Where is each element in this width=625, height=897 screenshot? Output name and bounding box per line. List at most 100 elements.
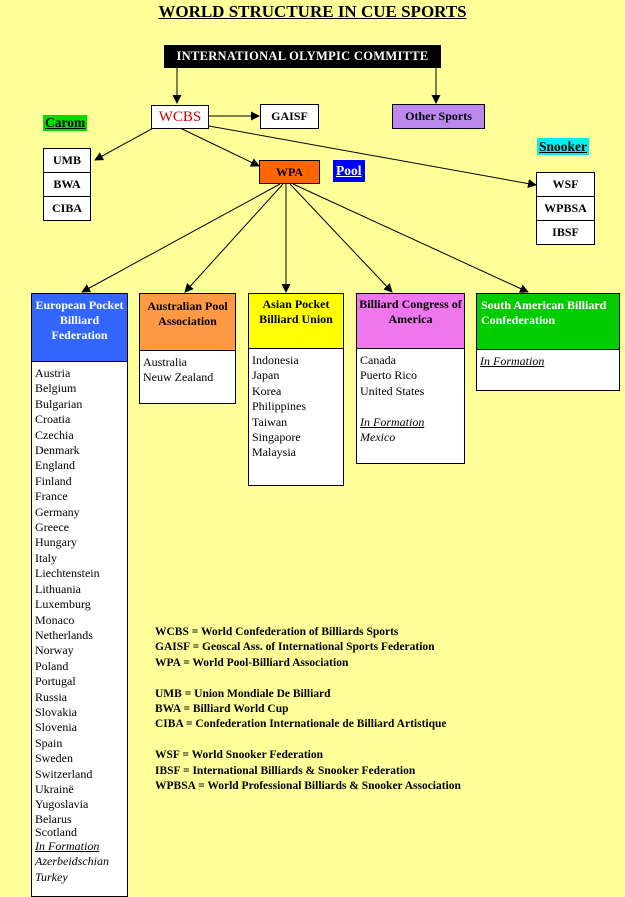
legend-line: WPA = World Pool-Billiard Association (155, 656, 349, 669)
country-item: Austria (35, 366, 71, 380)
carom-item-umb: UMB (44, 149, 90, 173)
country-item: Spain (35, 735, 63, 750)
snooker-item-wsf: WSF (537, 173, 594, 197)
snooker-label: Snooker (537, 138, 590, 155)
carom-label-text: Carom (45, 115, 86, 130)
snooker-list: WSF WPBSA IBSF (536, 172, 595, 245)
snooker-label-text: Snooker (539, 139, 588, 154)
country-item: Greece (35, 520, 69, 535)
abbreviation-legend: WCBS = World Confederation of Billiards … (155, 625, 461, 794)
country-item: Slovenia (35, 720, 77, 735)
australian-federation-title: Australian Pool Association (139, 293, 236, 351)
pool-label-text: Pool (336, 163, 362, 178)
legend-line: BWA = Billiard World Cup (155, 703, 289, 716)
arrow-wcbs-carom (94, 126, 156, 161)
in-formation-label: In Formation (480, 354, 545, 368)
country-item: Belarus (35, 811, 72, 826)
snooker-item-ibsf: IBSF (552, 225, 579, 239)
country-item: Belgium (35, 381, 77, 396)
country-item: Norway (35, 643, 74, 658)
wpa-label: WPA (275, 165, 304, 179)
country-item: Netherlands (35, 627, 93, 642)
country-item: Liechtenstein (35, 566, 100, 581)
country-item: Denmark (35, 443, 80, 458)
legend-line: WCBS = World Confederation of Billiards … (155, 626, 399, 638)
asian-country-list: Indonesia Japan Korea Philippines Taiwan… (248, 349, 344, 486)
spacer (155, 671, 461, 686)
bca-country-list: Canada Puerto Rico United States In Form… (356, 349, 465, 464)
country-item: France (35, 489, 68, 504)
country-item: Russia (35, 689, 68, 704)
wcbs-box: WCBS (151, 105, 209, 129)
legend-line: UMB = Union Mondiale De Billiard (155, 687, 331, 700)
spacer (155, 733, 461, 748)
wcbs-label: WCBS (158, 109, 202, 125)
country-item: Poland (35, 658, 69, 673)
legend-line: IBSF = International Billiards & Snooker… (155, 764, 416, 777)
south-american-federation-title: South American Billiard Confederation (476, 293, 620, 350)
south-american-federation: South American Billiard Confederation In… (476, 293, 620, 391)
wpa-box: WPA (259, 160, 320, 184)
country-item: Puerto Rico (360, 368, 417, 383)
bca-federation: Billiard Congress of America Canada Puer… (356, 293, 465, 464)
carom-item-bwa: BWA (44, 173, 90, 197)
ioc-box: INTERNATIONAL OLYMPIC COMMITTE (164, 45, 441, 68)
bca-federation-title: Billiard Congress of America (356, 293, 465, 349)
country-item: Japan (252, 368, 280, 383)
arrow-wcbs-snooker (208, 125, 537, 189)
country-item: Germany (35, 504, 80, 519)
snooker-item-wpbsa: WPBSA (537, 197, 594, 221)
arrow-wpa-australian (184, 183, 284, 293)
australian-federation: Australian Pool Association Australia Ne… (139, 293, 236, 404)
country-item: Ukrainë (35, 781, 74, 796)
country-item: Finland (35, 473, 72, 488)
country-item: Switzerland (35, 766, 93, 781)
european-federation-title: European Pocket Billiard Federation (31, 293, 128, 362)
country-item: Australia (143, 355, 187, 369)
legend-line: WPBSA = World Professional Billiards & S… (155, 780, 461, 793)
legend-line: CIBA = Confederation Internationale de B… (155, 718, 447, 731)
country-item: United States (360, 383, 425, 398)
carom-label: Carom (43, 115, 88, 131)
country-item: Italy (35, 550, 57, 565)
in-formation-item: Azerbeidschian (35, 854, 109, 869)
page-title: WORLD STRUCTURE IN CUE SPORTS (158, 2, 467, 21)
country-item: Taiwan (252, 414, 288, 429)
country-item: Scotland (35, 824, 77, 839)
country-item: England (35, 458, 75, 473)
legend-line: GAISF = Geoscal Ass. of International Sp… (155, 641, 435, 654)
country-item: Lithuania (35, 581, 81, 596)
country-item: Singapore (252, 430, 301, 445)
carom-item-ciba: CIBA (51, 201, 82, 215)
country-item: Indonesia (252, 353, 299, 367)
in-formation-label: In Formation (35, 838, 100, 853)
in-formation-item: Turkey (35, 869, 68, 884)
other-sports-label: Other Sports (405, 109, 472, 123)
australian-country-list: Australia Neuw Zealand (139, 351, 236, 404)
arrow-wpa-south-american (292, 183, 529, 293)
ioc-label: INTERNATIONAL OLYMPIC COMMITTE (176, 49, 429, 63)
country-item: Croatia (35, 412, 71, 427)
gaisf-box: GAISF (260, 104, 319, 129)
country-item: Portugal (35, 674, 76, 689)
country-item: Bulgarian (35, 396, 83, 411)
asian-federation: Asian Pocket Billiard Union Indonesia Ja… (248, 293, 344, 486)
european-federation: European Pocket Billiard Federation Aust… (31, 293, 128, 897)
country-item: Czechia (35, 427, 74, 442)
country-item: Canada (360, 353, 396, 367)
country-item: Malaysia (252, 445, 296, 460)
country-item: Philippines (252, 399, 307, 414)
country-item: Hungary (35, 535, 77, 550)
european-country-list: Austria Belgium Bulgarian Croatia Czechi… (31, 362, 128, 897)
other-sports-box: Other Sports (392, 104, 485, 129)
country-item: Neuw Zealand (143, 370, 214, 385)
country-item: Monaco (35, 612, 75, 627)
spacer (360, 399, 461, 414)
south-american-country-list: In Formation (476, 350, 620, 391)
gaisf-label: GAISF (271, 109, 308, 123)
in-formation-item: Mexico (360, 430, 396, 445)
asian-federation-title: Asian Pocket Billiard Union (248, 293, 344, 349)
arrow-wpa-bca (289, 183, 393, 293)
arrow-wcbs-wpa (179, 127, 260, 167)
